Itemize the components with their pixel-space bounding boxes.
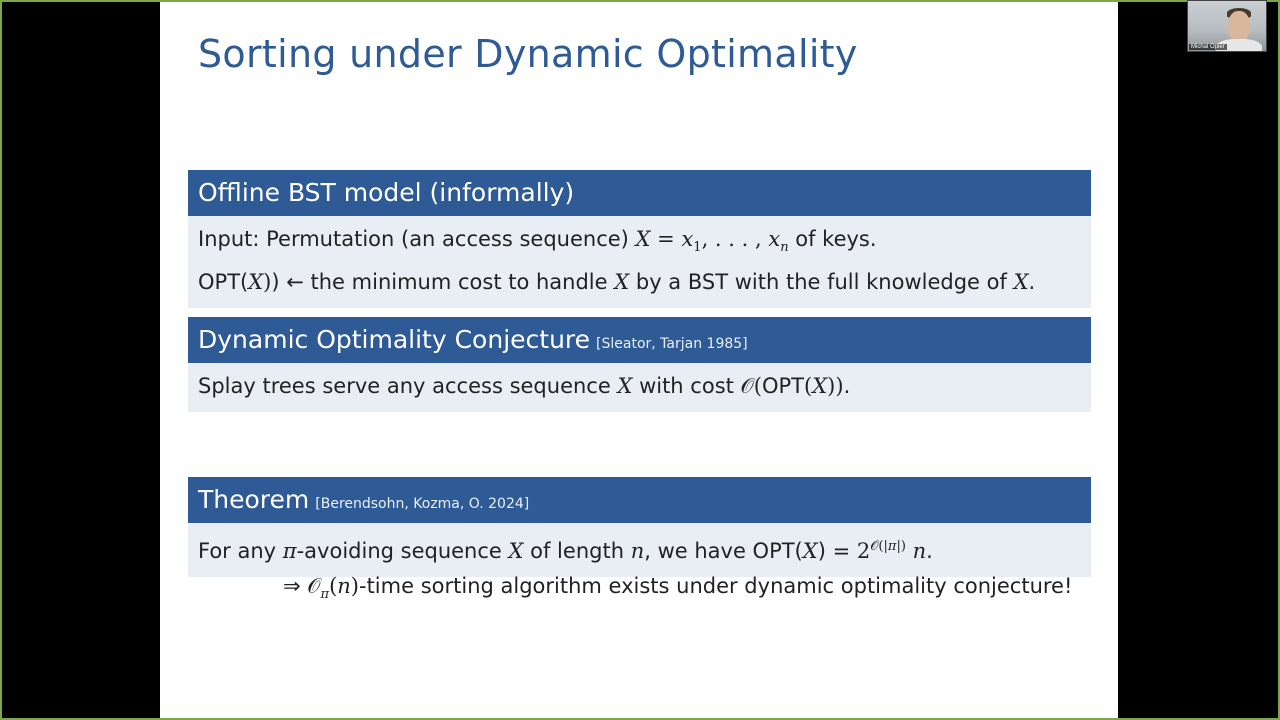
conjecture-line: Splay trees serve any access sequence X … [198,374,851,398]
conjecture-end: . [843,374,851,398]
theorem-mid3: , we have OPT( [644,539,803,563]
opt-line-end: . [1028,270,1036,295]
block-dynamic-optimality-conjecture: Dynamic Optimality Conjecture [Sleator, T… [188,317,1091,412]
input-line-prefix: Input: Permutation (an access sequence) [198,227,636,251]
block-heading: Dynamic Optimality Conjecture [Sleator, T… [188,317,1091,363]
block-heading: Offline BST model (informally) [188,170,1091,216]
block-heading-text: Offline BST model (informally) [198,178,575,207]
implication-line: ⇒ 𝒪π(n)-time sorting algorithm exists un… [283,574,1073,603]
theorem-mid4: ) = [817,539,857,563]
webcam-thumbnail[interactable]: Michal Opler [1187,0,1267,52]
opt-label: OPT( [198,270,249,295]
block-heading-text: Theorem [198,485,310,514]
implication-text: -time sorting algorithm exists under dyn… [359,574,1073,598]
theorem-mid1: -avoiding sequence [296,539,509,563]
block-reference: [Berendsohn, Kozma, O. 2024] [315,496,530,512]
math-big-o: 𝒪( [740,374,762,398]
theorem-end: . [926,539,933,563]
block-offline-bst-model: Offline BST model (informally) Input: Pe… [188,170,1091,309]
theorem-prefix: For any [198,539,283,563]
theorem-line: For any π-avoiding sequence X of length … [198,539,933,563]
presentation-slide: Sorting under Dynamic Optimality Offline… [160,2,1118,718]
implication-arrow: ⇒ [283,574,308,598]
input-line: Input: Permutation (an access sequence) … [198,227,877,256]
opt-line-mid2: by a BST with the full knowledge of [629,270,1014,295]
math-sequence: X [635,227,651,251]
presenter-name: Michal Opler [1189,44,1227,50]
block-heading: Theorem [Berendsohn, Kozma, O. 2024] [188,477,1091,523]
slide-title: Sorting under Dynamic Optimality [198,32,858,76]
block-body: Splay trees serve any access sequence X … [188,363,1091,412]
block-body: Input: Permutation (an access sequence) … [188,216,1091,309]
math-x1: x [681,227,694,251]
conjecture-prefix: Splay trees serve any access sequence [198,374,618,398]
block-theorem: Theorem [Berendsohn, Kozma, O. 2024] For … [188,477,1091,577]
input-line-suffix: of keys. [788,227,877,251]
opt-line: OPT(X)) ← the minimum cost to handle X b… [198,270,1036,295]
conjecture-mid: with cost [632,374,741,398]
presenter-body [1216,39,1262,51]
block-body: For any π-avoiding sequence X of length … [188,523,1091,577]
block-reference: [Sleator, Tarjan 1985] [596,336,748,352]
theorem-mid2: of length [523,539,631,563]
opt-line-mid: ) ← the minimum cost to handle [271,270,615,295]
block-heading-text: Dynamic Optimality Conjecture [198,325,591,354]
presenter-face [1228,11,1250,41]
math-eq: = [650,227,682,251]
